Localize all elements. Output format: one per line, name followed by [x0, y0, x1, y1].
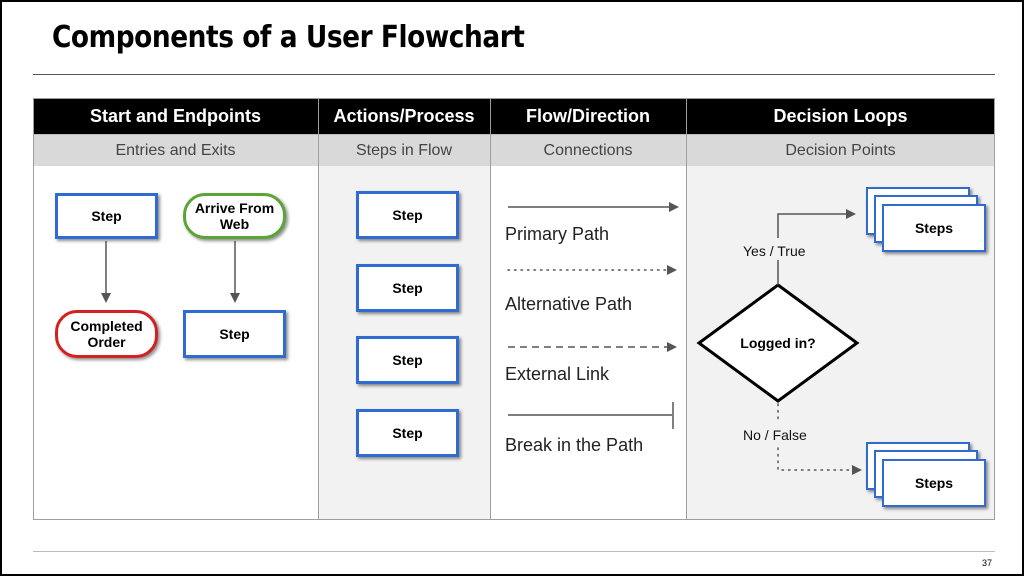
flow-column-body: [490, 166, 686, 520]
column-header-decision: Decision Loops: [686, 98, 995, 134]
column-subheader-flow: Connections: [490, 134, 686, 166]
no-false-label: No / False: [743, 427, 807, 443]
title-divider: [33, 74, 995, 75]
column-subheader-actions: Steps in Flow: [318, 134, 490, 166]
start-terminal-arrive-from-web: Arrive From Web: [183, 193, 286, 239]
yes-true-label: Yes / True: [743, 243, 806, 259]
page-number: 37: [981, 558, 992, 568]
column-header-flow: Flow/Direction: [490, 98, 686, 134]
column-divider: [318, 98, 319, 520]
column-header-start: Start and Endpoints: [33, 98, 318, 134]
table-border: [33, 98, 995, 520]
action-step-box: Step: [356, 336, 459, 384]
steps-stack-top: Steps: [882, 459, 986, 507]
column-header-actions: Actions/Process: [318, 98, 490, 134]
footer-divider: [33, 551, 995, 552]
step-box: Step: [55, 193, 158, 239]
steps-stack-top: Steps: [882, 204, 986, 252]
action-step-box: Step: [356, 191, 459, 239]
primary-path-label: Primary Path: [505, 224, 610, 244]
column-divider: [490, 98, 491, 520]
page-title: Components of a User Flowchart: [52, 20, 525, 55]
end-terminal-completed-order: Completed Order: [55, 310, 158, 358]
break-in-path-label: Break in the Path: [505, 435, 644, 455]
column-subheader-start: Entries and Exits: [33, 134, 318, 166]
column-subheader-decision: Decision Points: [686, 134, 995, 166]
action-step-box: Step: [356, 409, 459, 457]
action-step-box: Step: [356, 264, 459, 312]
alternative-path-label: Alternative Path: [505, 294, 633, 314]
external-link-label: External Link: [505, 364, 610, 384]
column-divider: [686, 98, 687, 520]
step-box: Step: [183, 310, 286, 358]
